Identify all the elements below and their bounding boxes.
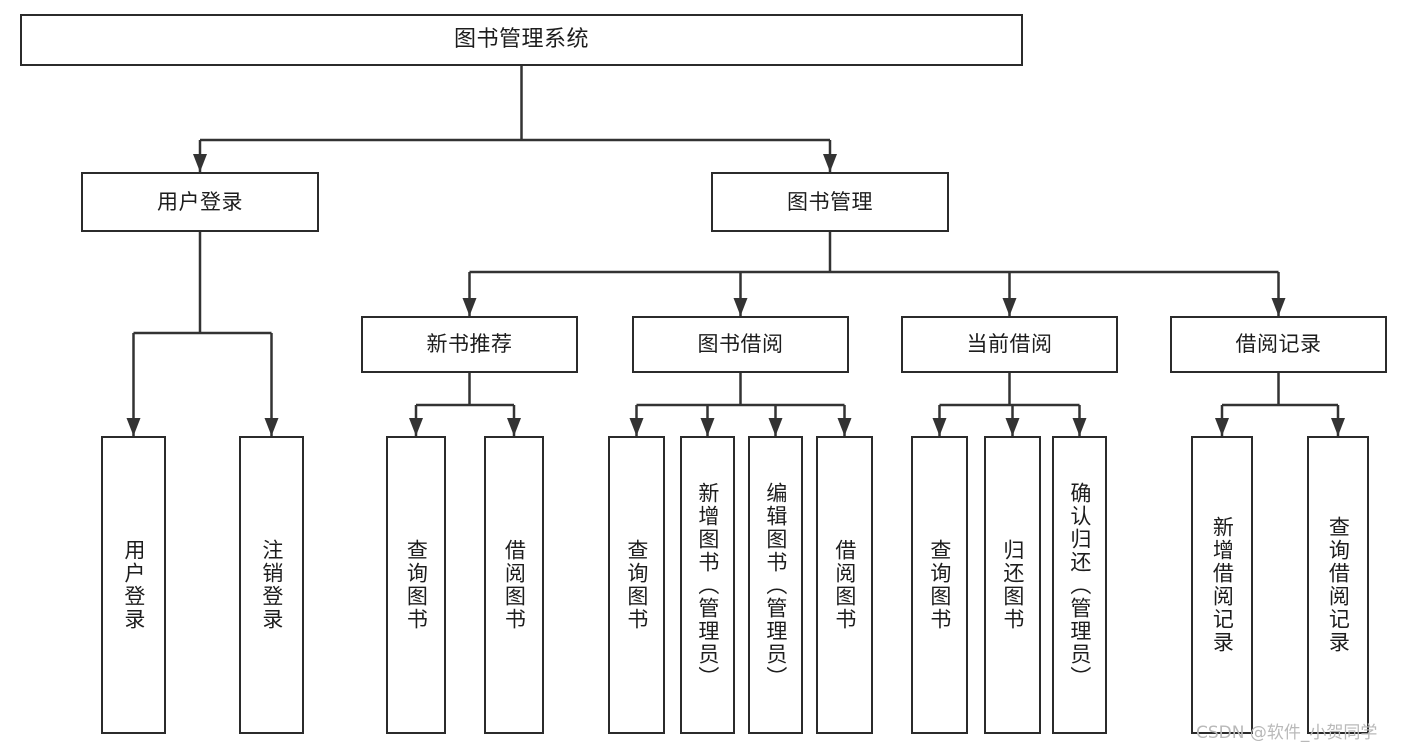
node-leaf-8[interactable]: 借阅图书 <box>816 436 873 734</box>
arrowhead <box>629 418 644 436</box>
node-label: 借阅图书 <box>502 539 527 631</box>
node-leaf-13[interactable]: 查询借阅记录 <box>1307 436 1369 734</box>
node-leaf-1[interactable]: 用户登录 <box>101 436 166 734</box>
node-leaf-11[interactable]: 确认归还（管理员） <box>1052 436 1107 734</box>
node-label: 用户登录 <box>157 189 243 214</box>
arrowhead <box>1331 418 1345 436</box>
node-label: 借阅图书 <box>832 539 857 631</box>
node-label: 当前借阅 <box>966 332 1053 357</box>
arrowhead <box>700 418 715 436</box>
node-label: 新书推荐 <box>426 332 513 357</box>
node-label: 查询图书 <box>624 539 649 631</box>
node-label: 编辑图书（管理员） <box>763 481 788 689</box>
node-leaf-9[interactable]: 查询图书 <box>911 436 968 734</box>
node-l2-b[interactable]: 图书借阅 <box>632 316 849 373</box>
arrowhead <box>823 154 837 172</box>
node-leaf-12[interactable]: 新增借阅记录 <box>1191 436 1253 734</box>
node-l1-a[interactable]: 用户登录 <box>81 172 319 232</box>
arrowhead <box>932 418 947 436</box>
node-label: 注销登录 <box>259 539 284 631</box>
arrowhead <box>193 154 207 172</box>
arrowhead <box>409 418 423 436</box>
node-l2-a[interactable]: 新书推荐 <box>361 316 578 373</box>
node-label: 图书管理 <box>787 189 873 214</box>
node-label: 图书管理系统 <box>453 27 589 53</box>
node-root[interactable]: 图书管理系统 <box>20 14 1023 66</box>
arrowhead <box>1002 298 1017 316</box>
node-label: 新增图书（管理员） <box>695 481 720 689</box>
node-label: 用户登录 <box>121 539 146 631</box>
arrowhead <box>507 418 521 436</box>
node-label: 图书借阅 <box>697 332 784 357</box>
node-leaf-4[interactable]: 借阅图书 <box>484 436 544 734</box>
node-l2-d[interactable]: 借阅记录 <box>1170 316 1387 373</box>
node-leaf-6[interactable]: 新增图书（管理员） <box>680 436 735 734</box>
node-label: 新增借阅记录 <box>1210 516 1235 654</box>
node-leaf-3[interactable]: 查询图书 <box>386 436 446 734</box>
arrowhead <box>1005 418 1020 436</box>
node-label: 查询图书 <box>927 539 952 631</box>
node-l1-b[interactable]: 图书管理 <box>711 172 949 232</box>
arrowhead <box>733 298 748 316</box>
node-leaf-2[interactable]: 注销登录 <box>239 436 304 734</box>
node-label: 查询借阅记录 <box>1326 516 1351 654</box>
arrowhead <box>837 418 852 436</box>
arrowhead <box>1271 298 1286 316</box>
arrowhead <box>1215 418 1229 436</box>
node-leaf-7[interactable]: 编辑图书（管理员） <box>748 436 803 734</box>
node-label: 借阅记录 <box>1235 332 1322 357</box>
node-l2-c[interactable]: 当前借阅 <box>901 316 1118 373</box>
node-label: 归还图书 <box>1000 539 1025 631</box>
arrowhead <box>1072 418 1087 436</box>
arrowhead <box>264 418 279 436</box>
csdn-watermark: CSDN @软件_小贺同学 <box>1196 723 1378 743</box>
arrowhead <box>768 418 783 436</box>
node-leaf-5[interactable]: 查询图书 <box>608 436 665 734</box>
node-label: 查询图书 <box>404 539 429 631</box>
arrowhead <box>126 418 141 436</box>
node-leaf-10[interactable]: 归还图书 <box>984 436 1041 734</box>
arrowhead <box>462 298 477 316</box>
node-label: 确认归还（管理员） <box>1067 481 1092 689</box>
